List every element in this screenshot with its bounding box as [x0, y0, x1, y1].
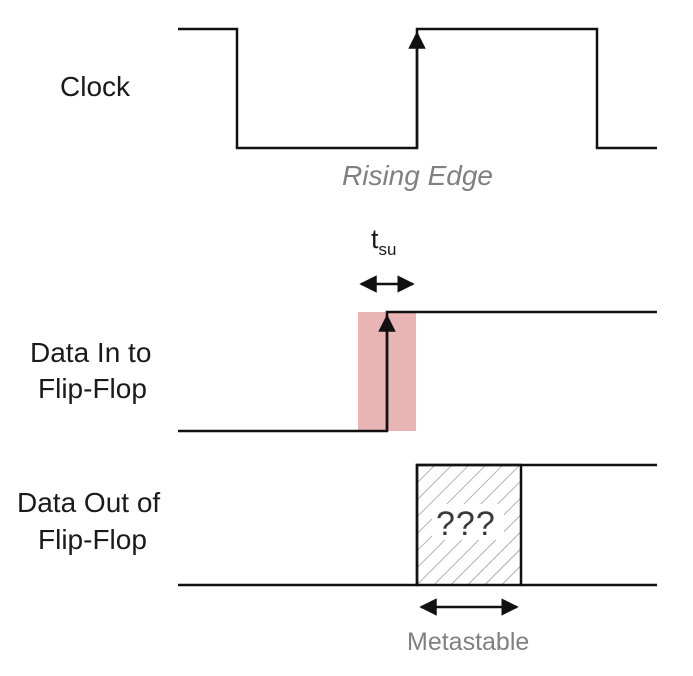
data-out-label-line1: Data Out of	[17, 487, 160, 518]
metastable-label: Metastable	[407, 628, 529, 656]
data-in-label-line1: Data In to	[30, 337, 151, 368]
data-out-label-line2: Flip-Flop	[38, 524, 147, 555]
setup-time-label: tsu	[371, 224, 396, 259]
setup-time-t: t	[371, 224, 379, 254]
rising-edge-label: Rising Edge	[342, 160, 493, 191]
data-out-waveform	[178, 463, 657, 587]
unknown-state-backdrop	[432, 504, 504, 540]
data-in-label-line2: Flip-Flop	[38, 373, 147, 404]
setup-time-subscript: su	[379, 240, 397, 259]
clock-label: Clock	[60, 71, 131, 102]
data-in-waveform	[178, 310, 657, 433]
unknown-state-label: ???	[436, 505, 496, 543]
